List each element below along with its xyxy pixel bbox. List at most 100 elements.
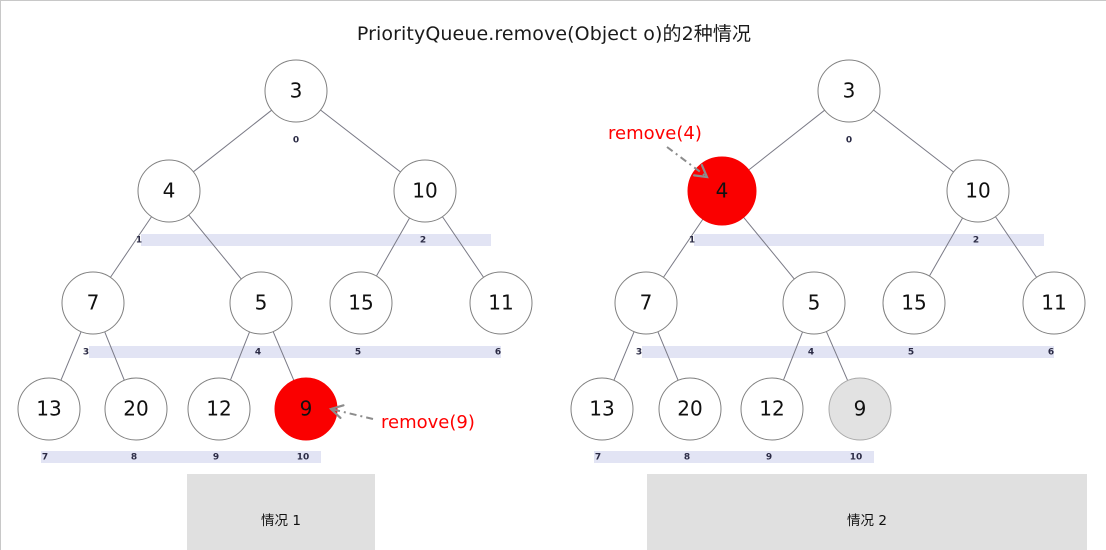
node-index-label: 4 xyxy=(808,348,814,358)
tree-node[interactable]: 3 xyxy=(264,59,328,123)
node-circle[interactable] xyxy=(393,159,457,223)
node-index-label: 5 xyxy=(908,348,914,358)
caption-case-2-title: 情况 2 xyxy=(847,513,887,529)
index-bar-0 xyxy=(141,234,491,246)
node-index-label: 5 xyxy=(355,348,361,358)
node-index-label: 6 xyxy=(1048,348,1054,358)
node-value-label: 7 xyxy=(87,291,100,315)
node-value-label: 10 xyxy=(412,179,437,203)
node-circle[interactable] xyxy=(274,377,338,441)
node-value-label: 11 xyxy=(488,291,513,315)
node-index-label: 0 xyxy=(293,136,299,146)
tree-edge xyxy=(657,331,679,381)
node-circle[interactable] xyxy=(782,271,846,335)
node-index-label: 9 xyxy=(766,453,772,463)
tree-edge xyxy=(613,331,635,381)
node-circle[interactable] xyxy=(137,159,201,223)
tree-edge xyxy=(743,216,795,280)
node-value-label: 7 xyxy=(640,291,653,315)
caption-case-1: 情况 1 删除的是最后一个元素 直接删除即可，不需要调整 xyxy=(187,474,375,550)
node-index-label: 1 xyxy=(136,236,142,246)
tree-edge xyxy=(441,216,485,278)
callout-arrowhead-icon xyxy=(328,404,345,419)
node-circle[interactable] xyxy=(229,271,293,335)
tree-edge xyxy=(994,216,1038,278)
node-circle[interactable] xyxy=(882,271,946,335)
node-circle[interactable] xyxy=(614,271,678,335)
tree-node[interactable]: 10 xyxy=(946,159,1010,223)
node-index-label: 2 xyxy=(973,236,979,246)
node-circle[interactable] xyxy=(817,59,881,123)
callout-arrowhead-icon xyxy=(692,163,709,179)
node-index-label: 2 xyxy=(420,236,426,246)
node-circle[interactable] xyxy=(658,377,722,441)
node-index-label: 7 xyxy=(595,453,601,463)
node-index-label: 10 xyxy=(850,453,863,463)
tree-node[interactable]: 5 xyxy=(782,271,846,335)
index-bar-1 xyxy=(89,346,501,358)
node-circle[interactable] xyxy=(104,377,168,441)
callout-leader-line xyxy=(330,408,374,420)
node-value-label: 4 xyxy=(163,179,176,203)
node-circle[interactable] xyxy=(187,377,251,441)
tree-node[interactable]: 9 xyxy=(274,377,338,441)
node-index-label: 3 xyxy=(83,348,89,358)
node-index-label: 10 xyxy=(297,453,310,463)
node-circle[interactable] xyxy=(1022,271,1086,335)
node-value-label: 3 xyxy=(843,79,856,103)
node-index-label: 8 xyxy=(684,453,690,463)
tree-edge xyxy=(748,109,825,171)
tree-node[interactable]: 20 xyxy=(658,377,722,441)
tree-node[interactable]: 3 xyxy=(817,59,881,123)
tree-node[interactable]: 5 xyxy=(229,271,293,335)
caption-case-1-title: 情况 1 xyxy=(261,513,301,529)
tree-edge xyxy=(104,331,125,381)
tree-edge xyxy=(229,331,251,381)
tree-edge xyxy=(193,109,272,173)
tree-edge xyxy=(928,217,964,277)
node-index-label: 9 xyxy=(213,453,219,463)
node-circle[interactable] xyxy=(828,377,892,441)
tree-node[interactable]: 15 xyxy=(882,271,946,335)
tree-node[interactable]: 7 xyxy=(614,271,678,335)
tree-node[interactable]: 12 xyxy=(187,377,251,441)
tree-node[interactable]: 7 xyxy=(61,271,125,335)
tree-node[interactable]: 13 xyxy=(570,377,634,441)
node-index-label: 3 xyxy=(636,348,642,358)
node-value-label: 3 xyxy=(290,79,303,103)
node-value-label: 12 xyxy=(759,397,784,421)
tree-node[interactable]: 11 xyxy=(1022,271,1086,335)
node-value-label: 10 xyxy=(965,179,990,203)
index-bar-2 xyxy=(41,451,321,463)
tree-node[interactable]: 9 xyxy=(828,377,892,441)
node-circle[interactable] xyxy=(946,159,1010,223)
node-circle[interactable] xyxy=(570,377,634,441)
tree-node[interactable]: 13 xyxy=(17,377,81,441)
tree-edge xyxy=(782,331,804,381)
caption-case-2: 情况 2 删除的不是最后一个元素 从删除点开始以最后一个元素为参照调用一次sif… xyxy=(647,474,1087,550)
node-circle[interactable] xyxy=(264,59,328,123)
node-value-label: 5 xyxy=(255,291,268,315)
tree-node[interactable]: 10 xyxy=(393,159,457,223)
node-value-label: 15 xyxy=(901,291,926,315)
tree-edge xyxy=(873,109,954,173)
tree-edge xyxy=(375,217,411,277)
tree-node[interactable]: 15 xyxy=(329,271,393,335)
tree-node[interactable]: 4 xyxy=(137,159,201,223)
tree-node[interactable]: 4 xyxy=(687,156,757,226)
node-index-label: 8 xyxy=(131,453,137,463)
node-circle[interactable] xyxy=(61,271,125,335)
node-index-label: 0 xyxy=(846,136,852,146)
index-bar-0 xyxy=(694,234,1044,246)
tree-node[interactable]: 11 xyxy=(469,271,533,335)
node-circle[interactable] xyxy=(740,377,804,441)
node-value-label: 11 xyxy=(1041,291,1066,315)
node-circle[interactable] xyxy=(469,271,533,335)
node-circle[interactable] xyxy=(329,271,393,335)
tree-node[interactable]: 20 xyxy=(104,377,168,441)
tree-node[interactable]: 12 xyxy=(740,377,804,441)
node-circle[interactable] xyxy=(17,377,81,441)
index-bar-1 xyxy=(642,346,1054,358)
callout-label: remove(9) xyxy=(381,412,475,433)
